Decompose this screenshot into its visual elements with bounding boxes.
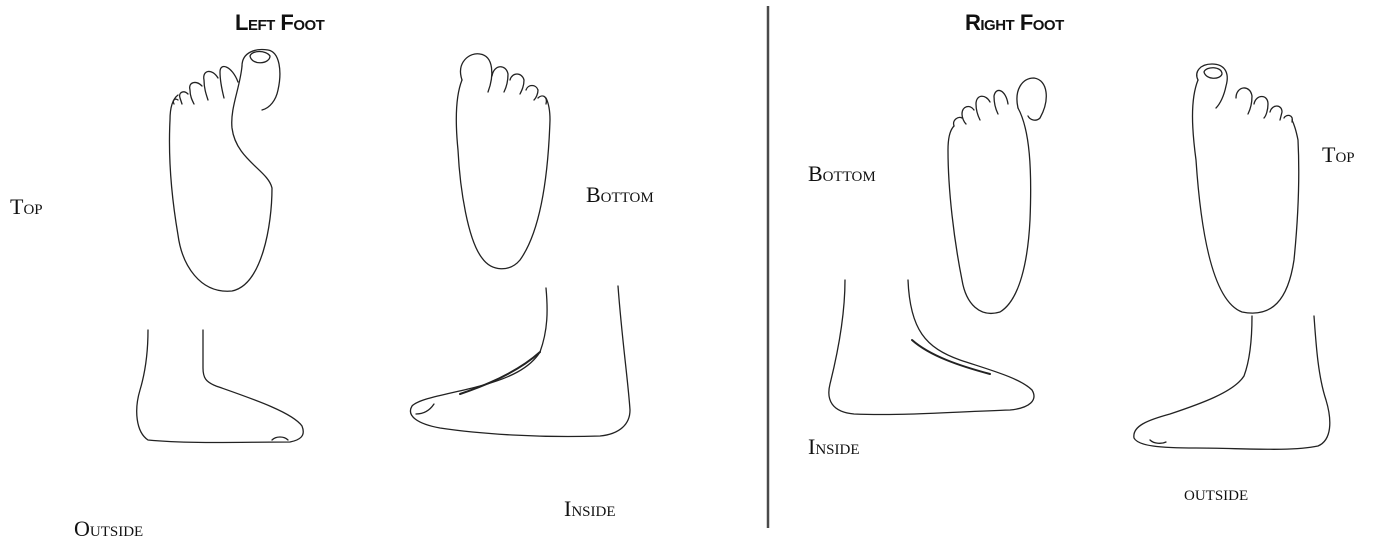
right-foot-bottom-view [948,78,1046,313]
right-outside-label: outside [1184,480,1248,505]
left-foot-bottom-view [456,54,550,269]
left-bottom-label: Bottom [586,182,654,207]
left-foot-inside-view [410,286,630,437]
right-foot-inside-view [829,280,1034,415]
right-foot-outside-view [1134,316,1330,449]
left-inside-label: Inside [564,496,616,521]
left-outside-label: Outside [74,516,143,541]
right-top-label: Top [1322,142,1355,167]
left-foot-top-view [169,50,279,292]
left-foot-title: Left Foot [235,10,325,35]
right-foot-title: Right Foot [965,10,1064,35]
left-top-label: Top [10,194,43,219]
left-foot-outside-view [137,330,304,443]
right-foot-top-view [1193,64,1299,313]
right-bottom-label: Bottom [808,161,876,186]
right-inside-label: Inside [808,434,860,459]
